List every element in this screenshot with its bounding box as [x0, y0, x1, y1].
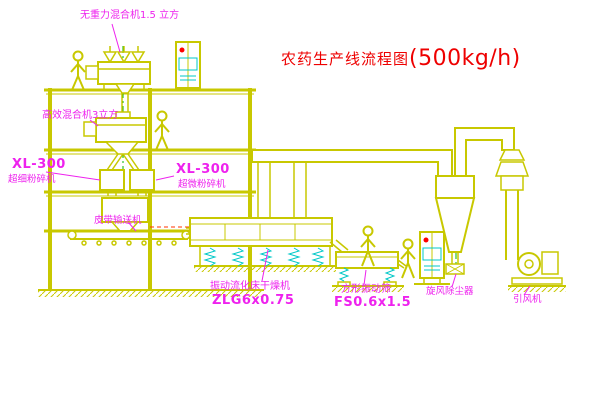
worker-figures: [70, 50, 416, 279]
label-cyclone: 旋风除尘器: [426, 286, 474, 297]
label-dryer-model: ZLG6x0.75: [212, 293, 295, 308]
title-capacity: (500kg/h): [409, 46, 521, 71]
high-efficiency-mixer: [83, 111, 147, 171]
gravity-mixer: [85, 46, 151, 112]
indicator-light-icon: [179, 47, 185, 53]
fluid-bed-dryer: [186, 162, 336, 272]
belt-conveyor-drawing: [67, 230, 191, 246]
label-belt-conveyor: 皮带输送机: [94, 215, 142, 226]
label-gravity-mixer: 无重力混合机1.5 立方: [80, 10, 180, 21]
label-xl300-right-model: XL-300: [176, 162, 230, 177]
indicator-light-icon: [423, 237, 429, 243]
label-xl300-right-name: 超微粉碎机: [178, 179, 226, 190]
control-cabinet-upper: [175, 41, 201, 89]
pulverizer-right: [129, 169, 155, 196]
label-xl300-left-name: 超细粉碎机: [8, 174, 56, 185]
label-high-mixer: 高效混合机3立方: [42, 110, 119, 121]
diagram-title: 农药生产线流程图(500kg/h): [281, 46, 521, 71]
worker-near-screen: [360, 225, 376, 267]
worker-top-floor: [70, 50, 86, 91]
label-fan: 引风机: [513, 294, 542, 305]
vent-stack: [494, 149, 530, 260]
label-xl300-left-model: XL-300: [12, 157, 66, 172]
title-text: 农药生产线流程图: [281, 50, 410, 68]
exhaust-duct: [251, 149, 453, 177]
label-screen-name: 方形振动筛: [341, 284, 391, 295]
label-dryer-name: 振动流化床干燥机: [210, 281, 290, 292]
label-screen-model: FS0.6x1.5: [334, 295, 412, 310]
worker-second-floor: [154, 110, 170, 151]
spring-details: [203, 247, 396, 282]
worker-near-cabinet: [400, 238, 416, 279]
induced-draft-fan: [508, 251, 566, 292]
control-cabinet-lower: [414, 231, 450, 285]
label-leader-lines: [45, 23, 531, 296]
cyclone-separator: [434, 127, 515, 275]
hopper-bin: [101, 197, 149, 232]
